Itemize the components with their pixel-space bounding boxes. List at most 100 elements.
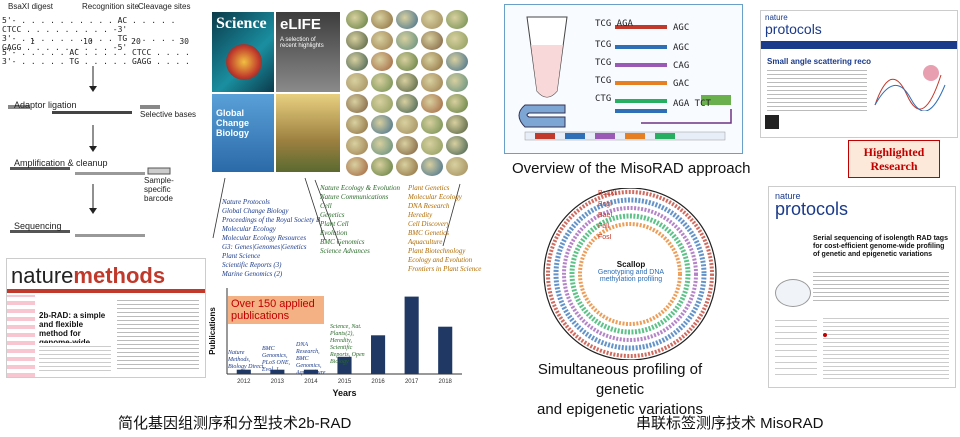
np-bottom-brand-protocols: protocols	[775, 199, 849, 219]
misorad-overview-diagram: TCG AGA TCG TCG TCG CTG AGC AGC CAG GAC …	[504, 4, 743, 154]
x-axis-label: Years	[332, 388, 356, 398]
note-2014: DNA Research, BMC Genomics, Aquaculture	[296, 342, 326, 376]
bar-2017	[404, 296, 419, 374]
x-tick-2017: 2017	[405, 379, 419, 385]
bar-2013	[270, 369, 285, 374]
journal-rb-0: Plant Genetics	[408, 184, 450, 192]
np-top-header: nature protocols	[761, 11, 957, 41]
species-thumbnail	[421, 115, 443, 134]
circos-ring-0	[546, 190, 714, 358]
journal-ra-3: Genetics	[320, 211, 345, 219]
circos-center: Scallop Genotyping and DNA methylation p…	[586, 260, 676, 283]
species-thumbnail	[421, 94, 443, 113]
species-thumbnail	[421, 10, 443, 29]
journal-left-2: Proceedings of the Royal Society B	[222, 216, 321, 224]
note-2015: Science, Nat. Plants(2), Heredity, Scien…	[330, 324, 365, 365]
np-bottom-brand-nature: nature	[775, 191, 801, 201]
sample-barcode: Sample-specific barcode	[144, 176, 174, 203]
highlight-line-1: Highlighted	[863, 145, 925, 159]
species-thumbnail	[446, 52, 468, 71]
ruler-1: 1	[30, 37, 35, 46]
species-thumbnail	[446, 157, 468, 176]
species-thumbnail	[371, 157, 393, 176]
np-bottom-abstract	[813, 271, 949, 301]
gcb-cover: Global Change Biology	[212, 94, 274, 172]
species-thumbnail	[421, 73, 443, 92]
bar-2016	[371, 335, 386, 374]
circos-label-2: BaeI	[598, 212, 613, 219]
ruler-10: 10	[83, 37, 93, 46]
species-thumbnail	[421, 157, 443, 176]
species-thumbnail	[421, 136, 443, 155]
species-thumbnail	[446, 136, 468, 155]
journal-rb-4: Cell Discovery	[408, 220, 450, 228]
species-thumbnail	[396, 52, 418, 71]
species-thumbnail	[346, 73, 368, 92]
nm-brand-nature: nature	[11, 263, 74, 288]
seq-left-4: CTG	[595, 94, 612, 104]
journal-rb-2: DNA Research	[408, 202, 450, 210]
y-axis-label: Publications	[208, 307, 217, 355]
species-thumbnail	[346, 136, 368, 155]
journal-left-4: Molecular Ecology Resources	[222, 234, 307, 242]
ruler-20: 20	[131, 37, 141, 46]
science-title: Science	[216, 15, 267, 32]
elife-cover: eLIFE A selection of recent highlights	[276, 12, 340, 92]
seq-left-1: TCG	[595, 40, 612, 50]
journal-left-1: Global Change Biology	[222, 207, 289, 215]
bar-2012	[236, 369, 251, 374]
x-tick-2018: 2018	[439, 379, 453, 385]
cleavage-label: Cleavage sites	[138, 2, 191, 11]
species-thumbnail	[446, 10, 468, 29]
np-bottom-figure	[775, 279, 811, 307]
circos-labels: BsaXI BcgI BaeI FalI FosI	[598, 188, 617, 243]
note-2013: BMC Genomics, PLoS ONE, Evol. 1	[262, 346, 291, 373]
species-thumbnail	[371, 73, 393, 92]
species-thumbnail	[396, 94, 418, 113]
recognition-label: Recognition site	[82, 2, 139, 11]
workflow-diagram	[8, 66, 171, 237]
journal-rb-6: Aquaculture	[408, 238, 443, 246]
funnel-lines	[212, 177, 461, 246]
selective-bases: Selective bases	[140, 110, 197, 119]
species-thumbnail	[446, 73, 468, 92]
species-thumbnail	[421, 31, 443, 50]
species-thumbnail	[396, 31, 418, 50]
species-grid	[346, 10, 470, 176]
species-thumbnail	[446, 31, 468, 50]
seq-left-2: TCG	[595, 58, 612, 68]
bar-2015	[337, 356, 352, 374]
sequence-top: 5'- . . . . . . . . . . AC . . . . . CTC…	[2, 16, 176, 52]
circos-ring-3	[569, 213, 691, 335]
highlighted-research-badge: Highlighted Research	[848, 140, 940, 178]
nm-red-rule	[7, 289, 205, 293]
circos-ring-4	[578, 222, 682, 326]
journal-left-6: Plant Science	[222, 252, 261, 260]
caption-misorad: 串联标签测序技术 MisoRAD	[636, 415, 824, 432]
callout-box: Over 150 applied publications	[228, 296, 324, 324]
np-top-figure	[874, 65, 946, 111]
journal-rb-9: Frontiers in Plant Science	[408, 265, 482, 273]
species-thumbnail	[421, 52, 443, 71]
journal-list-right-a: Nature Ecology & Evolution Nature Commun…	[320, 184, 400, 256]
np-bottom-body	[823, 315, 949, 379]
seq-left-0: TCG AGA	[595, 19, 633, 29]
journal-rb-8: Ecology and Evolution	[408, 256, 473, 264]
science-cover: Science	[212, 12, 274, 92]
seq-right-1: AGC	[673, 43, 690, 53]
highlight-line-2: Research	[870, 159, 918, 173]
nm-side-figure	[7, 295, 35, 377]
elife-subtitle: A selection of recent highlights	[280, 37, 324, 49]
bar-2014	[303, 369, 318, 374]
caption-2brad: 简化基因组测序和分型技术2b-RAD	[118, 415, 352, 432]
elife-title: eLIFE	[280, 16, 321, 33]
circos-label-4: FosI	[598, 234, 612, 241]
species-thumbnail	[396, 115, 418, 134]
journal-left-3: Molecular Ecology	[222, 225, 276, 233]
x-tick-2014: 2014	[304, 379, 318, 385]
np-bottom-toc	[775, 315, 817, 375]
species-thumbnail	[346, 94, 368, 113]
x-tick-2015: 2015	[338, 379, 352, 385]
species-thumbnail	[371, 31, 393, 50]
journal-ra-5: Evolution	[320, 229, 348, 237]
